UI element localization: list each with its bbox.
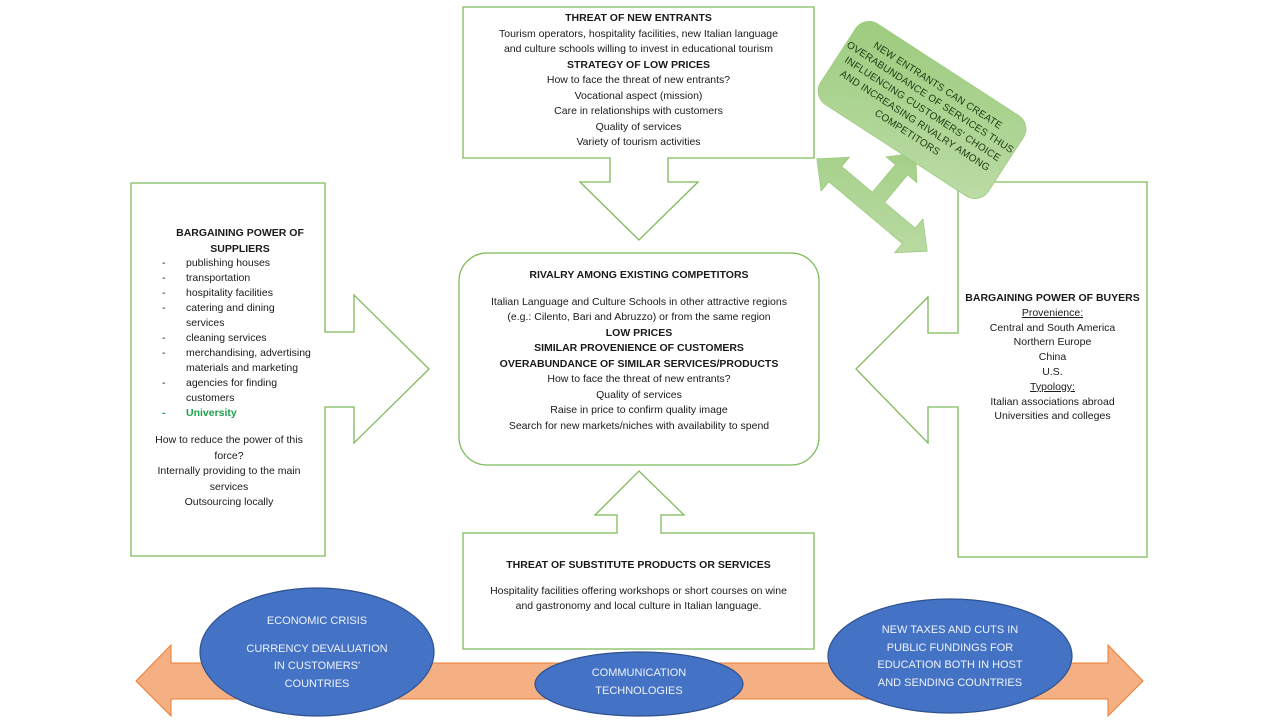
typology-item: Universities and colleges [994,410,1111,423]
economic-crisis-line: COUNTRIES [284,677,350,690]
provenience-item: Northern Europe [1013,336,1092,349]
provenience-item: U.S. [1042,365,1063,378]
rivalry-line: Quality of services [596,388,682,401]
suppliers-list: - publishing houses - transportation - hosp… [160,256,316,421]
list-item-text: agencies for finding customers [186,377,278,404]
substitutes-desc: and gastronomy and local culture in Ital… [515,600,762,612]
buyers-shape [855,181,1148,558]
callout-shape [817,21,1027,199]
rivalry-desc: Italian Language and Culture Schools in … [491,295,787,308]
economic-crisis-text: ECONOMIC CRISIS CURRENCY DEVALUATION IN … [210,613,424,693]
bullet-dash: - [162,302,166,314]
bullet-dash: - [162,287,166,299]
suppliers-title-line: BARGAINING POWER OF [176,227,304,239]
new-entrants-line: Quality of services [595,120,682,133]
taxes-line: EDUCATION BOTH IN HOST [877,659,1023,671]
communication-line: TECHNOLOGIES [595,684,683,697]
provenience-item: Central and South America [989,321,1116,334]
strategy-title: STRATEGY OF LOW PRICES [566,58,711,71]
suppliers-shape [130,182,430,557]
list-item-text: merchandising, advertising materials and… [186,347,311,374]
suppliers-title-line: SUPPLIERS [210,242,270,255]
taxes-line: AND SENDING COUNTRIES [877,676,1023,689]
substitutes-desc: Hospitality facilities offering workshop… [490,584,787,597]
new-entrants-line: How to face the threat of new entrants? [546,74,731,86]
taxes-text: NEW TAXES AND CUTS IN PUBLIC FUNDINGS FO… [838,622,1062,692]
taxes-line: PUBLIC FUNDINGS FOR [886,641,1014,654]
bullet-dash: - [162,332,166,344]
new-entrants-desc: Tourism operators, hospitality facilitie… [499,27,778,40]
rivalry-line: Search for new markets/niches with avail… [508,419,770,432]
communication-line: COMMUNICATION [591,667,687,679]
communication-text: COMMUNICATION TECHNOLOGIES [540,665,738,700]
provenience-label: Provenience: [1021,306,1084,319]
rivalry-line: Raise in price to confirm quality image [550,404,728,416]
list-item: - merchandising, advertising materials an… [160,346,316,376]
list-item: - cleaning services [160,331,316,346]
new-entrants-line: Care in relationships with customers [554,105,723,117]
list-item: - agencies for finding customers [160,376,316,406]
list-item: - publishing houses [160,256,316,271]
rivalry-bold-line: SIMILAR PROVENIENCE OF CUSTOMERS [534,342,744,354]
suppliers-footer: How to reduce the power of this force? I… [140,433,318,511]
buyers-title: BARGAINING POWER OF BUYERS [965,292,1140,304]
new-entrants-title: THREAT OF NEW ENTRANTS [565,12,712,24]
suppliers-footer-line: force? [214,449,244,462]
economic-crisis-label: ECONOMIC CRISIS [266,615,368,627]
list-item-text: catering and dining services [186,302,275,329]
new-entrants-shape [462,6,815,241]
new-entrants-text: THREAT OF NEW ENTRANTS Tourism operators… [463,11,814,151]
typology-label: Typology: [1030,380,1075,393]
rivalry-bold-line: LOW PRICES [605,326,673,339]
economic-crisis-ellipse [199,587,435,717]
taxes-ellipse [827,598,1073,714]
rivalry-bold-line: OVERABUNDANCE OF SIMILAR SERVICES/PRODUC… [499,357,779,370]
list-item: - hospitality facilities [160,286,316,301]
buyers-text: BARGAINING POWER OF BUYERS Provenience: … [958,291,1147,424]
bullet-dash: - [162,272,166,284]
list-item-text: transportation [186,272,251,284]
rivalry-text: RIVALRY AMONG EXISTING COMPETITORS Itali… [459,268,819,434]
list-item: - transportation [160,271,316,286]
economic-crisis-line: CURRENCY DEVALUATION [246,642,388,655]
economic-crisis-line: IN CUSTOMERS' [273,660,361,672]
list-item-highlight: - University [160,406,316,421]
rivalry-box [458,252,820,466]
substitutes-shape [462,470,815,650]
list-item: - catering and dining services [160,301,316,331]
rivalry-title: RIVALRY AMONG EXISTING COMPETITORS [529,269,749,281]
list-item-text: cleaning services [186,332,267,344]
bullet-dash: - [162,377,166,389]
typology-item: Italian associations abroad [990,395,1115,408]
substitutes-text: THREAT OF SUBSTITUTE PRODUCTS OR SERVICE… [463,558,814,615]
bullet-dash: - [162,407,166,419]
list-item-text: University [186,407,237,419]
substitutes-title: THREAT OF SUBSTITUTE PRODUCTS OR SERVICE… [506,559,771,571]
suppliers-footer-line: Internally providing to the main [157,465,301,477]
list-item-text: hospitality facilities [186,287,273,299]
rivalry-line: How to face the threat of new entrants? [547,373,731,385]
new-entrants-line: Vocational aspect (mission) [574,89,703,102]
suppliers-footer-line: How to reduce the power of this [155,434,303,446]
provenience-item: China [1038,351,1067,364]
new-entrants-line: Variety of tourism activities [576,136,701,148]
suppliers-title: BARGAINING POWER OF SUPPLIERS [160,226,320,257]
new-entrants-desc: and culture schools willing to invest in… [503,43,774,55]
suppliers-footer-line: Outsourcing locally [184,496,274,508]
rivalry-desc: (e.g.: Cilento, Bari and Abruzzo) or fro… [507,311,771,323]
communication-ellipse [534,651,744,717]
bullet-dash: - [162,347,166,359]
taxes-line: NEW TAXES AND CUTS IN [881,624,1019,636]
list-item-text: publishing houses [186,257,271,269]
suppliers-footer-line: services [209,480,249,493]
three-way-arrow [816,152,928,254]
bullet-dash: - [162,257,166,269]
